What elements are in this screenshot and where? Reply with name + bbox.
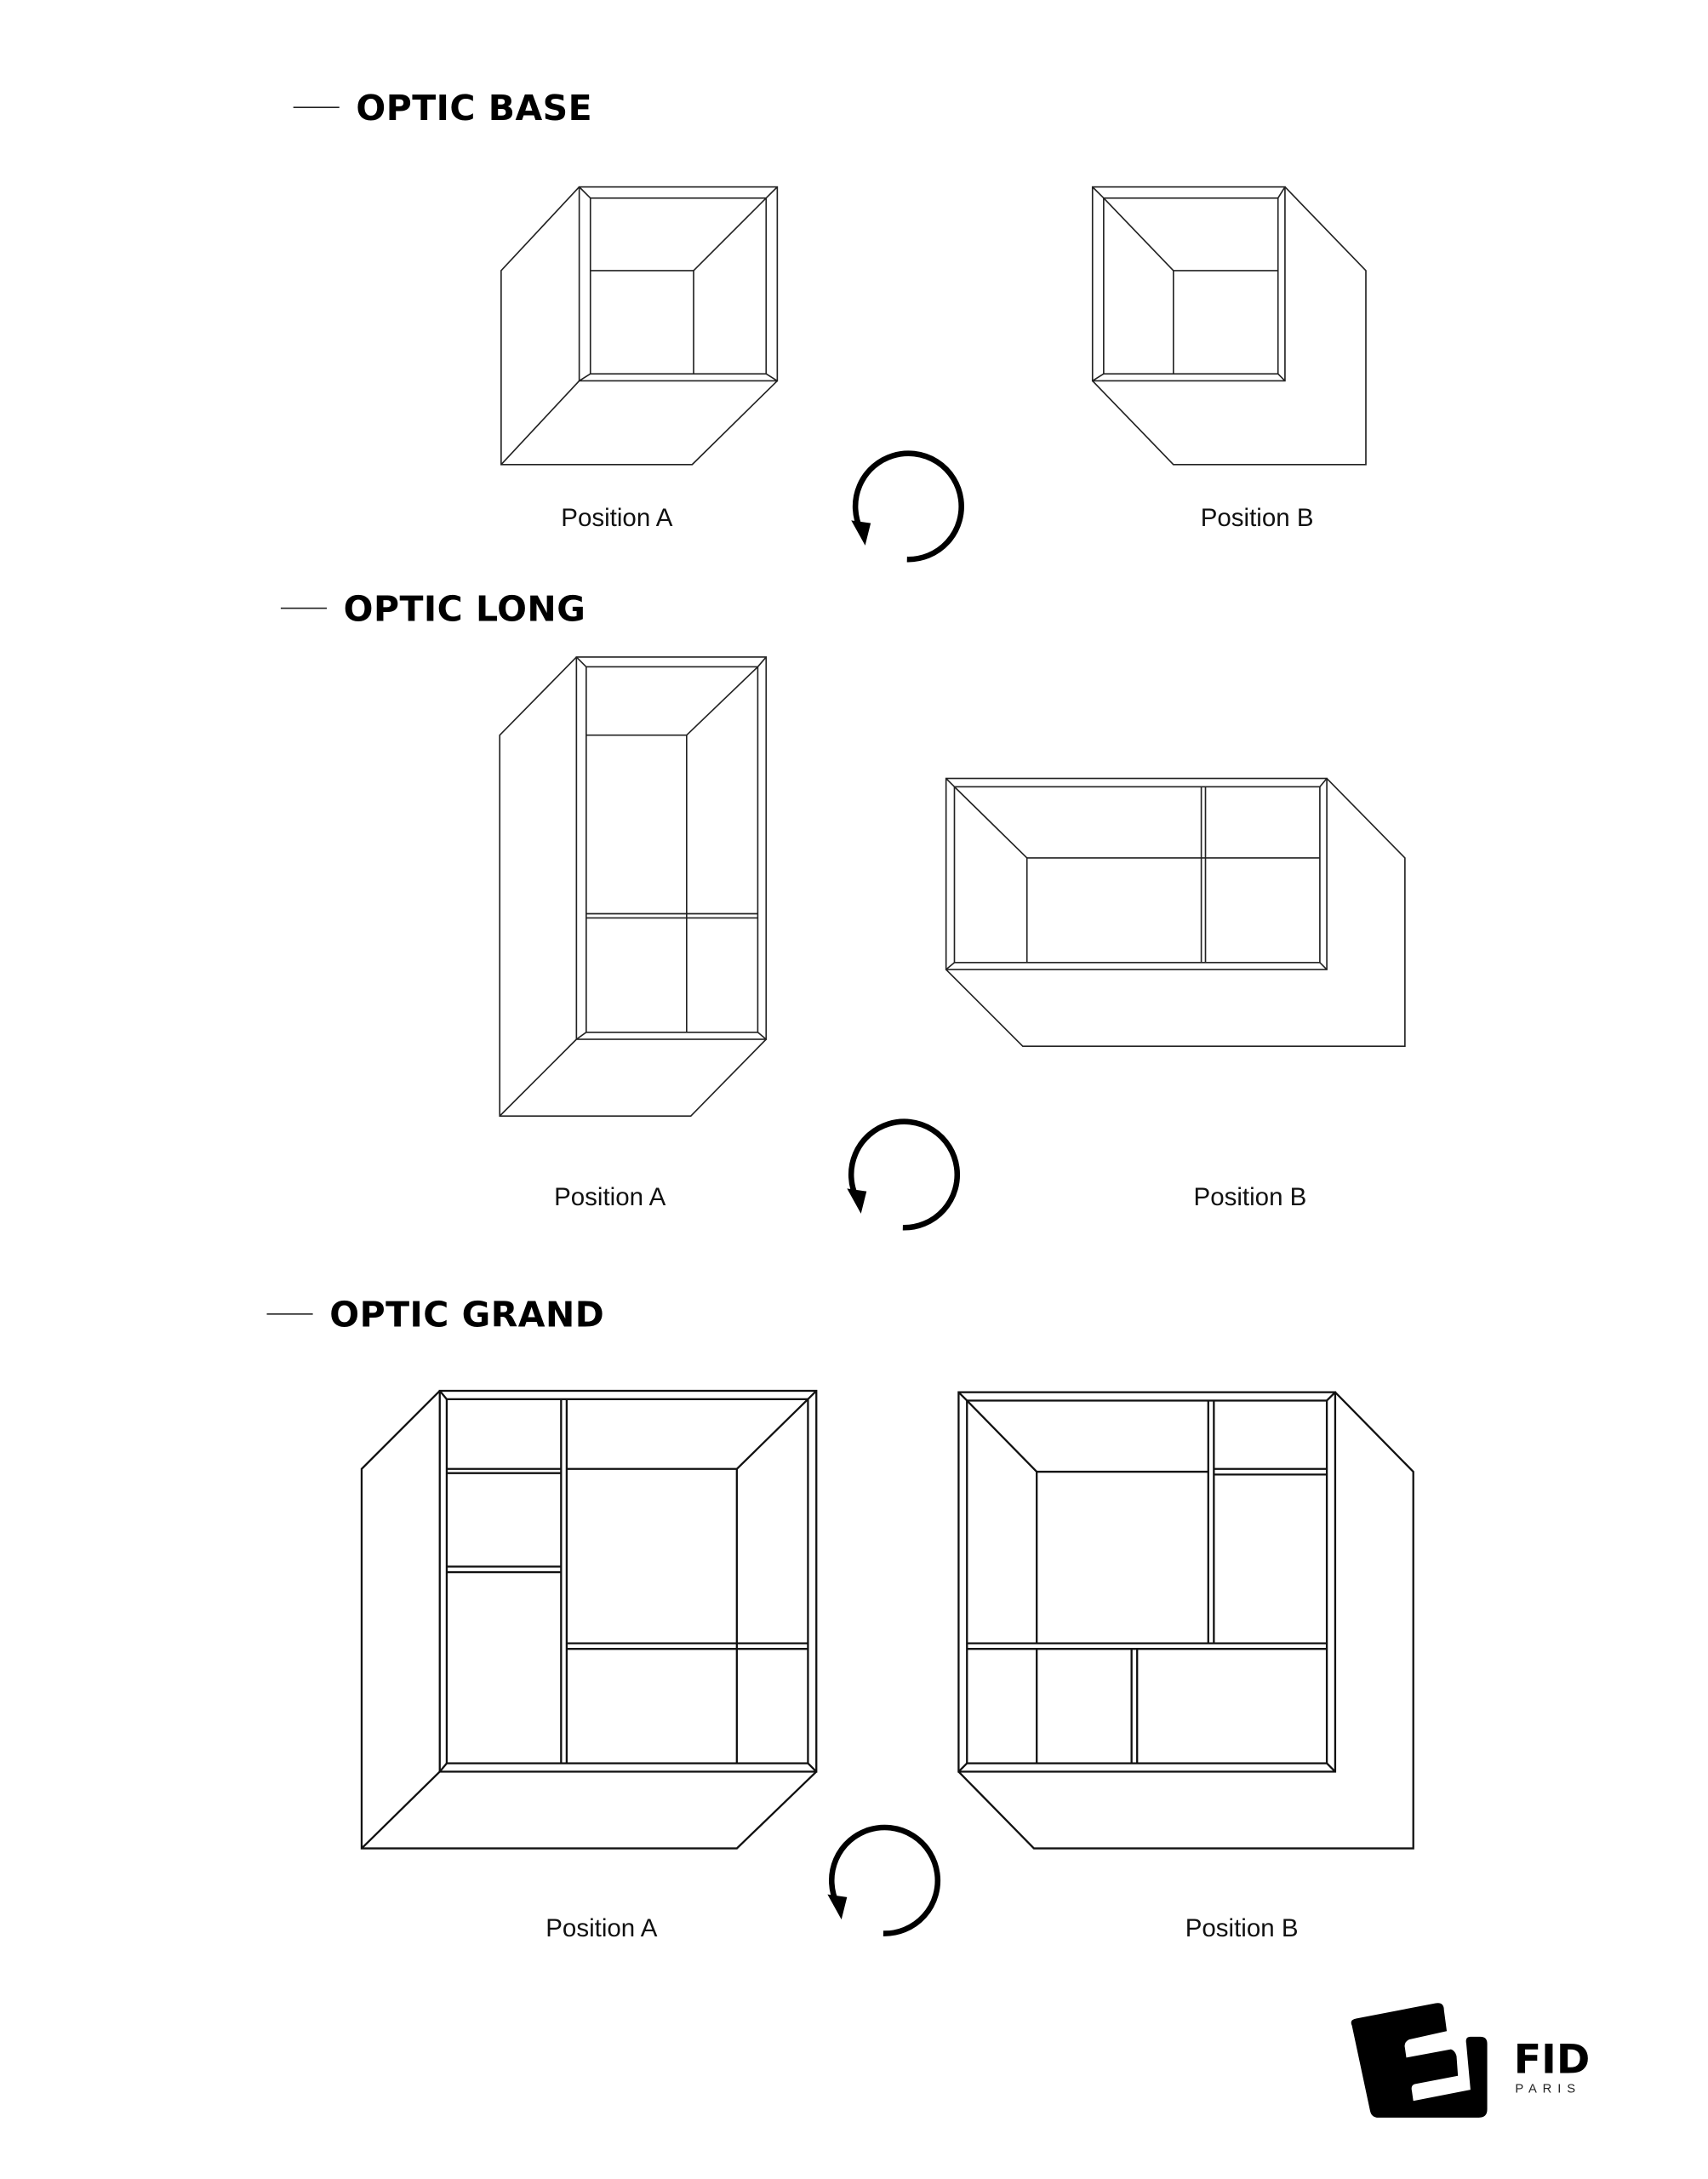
position-a-label: Position A bbox=[554, 1183, 666, 1211]
position-b-label: Position B bbox=[1201, 504, 1314, 532]
position-b-label: Position B bbox=[1194, 1183, 1307, 1211]
optic-long-position-b-drawing bbox=[945, 777, 1406, 1048]
optic-grand-position-a-drawing bbox=[360, 1389, 818, 1850]
position-a-label: Position A bbox=[546, 1914, 658, 1942]
section-optic-grand: OPTIC GRAND bbox=[266, 1295, 1414, 1942]
fid-paris-logo: FID PARIS bbox=[1351, 2003, 1591, 2118]
optic-base-position-b-drawing bbox=[1091, 186, 1367, 466]
optic-base-position-a-drawing bbox=[500, 186, 779, 466]
position-b-label: Position B bbox=[1185, 1914, 1299, 1942]
logo-city: PARIS bbox=[1515, 2082, 1581, 2096]
rotate-counterclockwise-icon bbox=[847, 1118, 961, 1231]
section-title: OPTIC GRAND bbox=[329, 1295, 604, 1335]
position-a-label: Position A bbox=[561, 504, 673, 532]
section-optic-base: OPTIC BASE Position A Position B bbox=[293, 88, 1367, 563]
section-title: OPTIC LONG bbox=[344, 588, 586, 629]
logo-mark bbox=[1351, 2003, 1488, 2118]
rotate-counterclockwise-icon bbox=[851, 450, 964, 563]
section-title: OPTIC BASE bbox=[356, 88, 592, 129]
logo-name: FID bbox=[1514, 2036, 1591, 2083]
optic-long-position-a-drawing bbox=[499, 656, 768, 1117]
rotate-counterclockwise-icon bbox=[827, 1824, 941, 1936]
section-optic-long: OPTIC LONG Position A Position B bbox=[280, 588, 1406, 1231]
optic-grand-position-b-drawing bbox=[957, 1391, 1414, 1850]
